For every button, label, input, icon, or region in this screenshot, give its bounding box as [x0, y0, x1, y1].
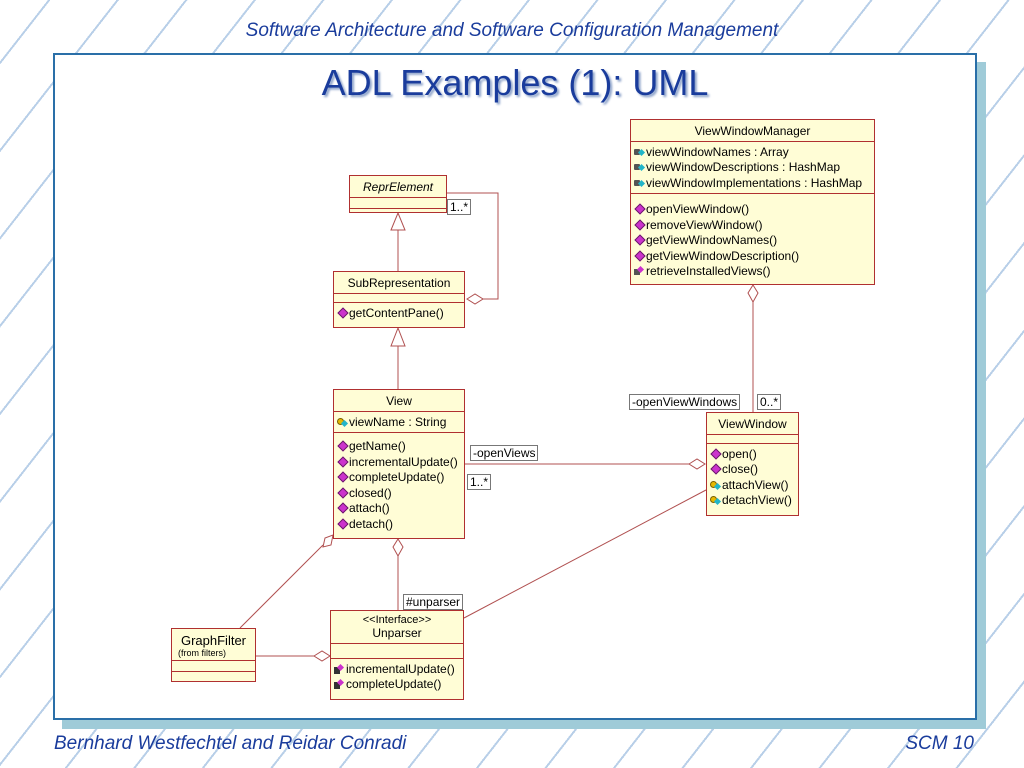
operations-section: getName() incrementalUpdate() completeUp… [334, 433, 464, 534]
operation-row: completeUpdate() [337, 470, 461, 486]
aggregation-graphfilter-diamond [322, 534, 334, 548]
footer-authors: Bernhard Westfechtel and Reidar Conradi [54, 733, 407, 754]
package-note: (from filters) [178, 648, 226, 658]
attributes-section: viewWindowNames : Array viewWindowDescri… [631, 142, 874, 194]
attribute-row: viewWindowNames : Array [634, 144, 871, 160]
operation-row: openViewWindow() [634, 202, 871, 218]
attribute-row: viewName : String [337, 414, 461, 430]
aggregation-vwm-diamond [747, 284, 759, 304]
class-view[interactable]: View viewName : String getName() increme… [333, 389, 465, 539]
abstract-operation-icon [334, 679, 344, 690]
public-operation-icon [337, 457, 347, 467]
public-operation-icon [710, 449, 720, 459]
operations-section: getContentPane() [334, 303, 464, 323]
private-operation-icon [634, 266, 644, 276]
operations-section [350, 209, 446, 219]
operation-row: completeUpdate() [334, 677, 460, 693]
class-name-block: GraphFilter (from filters) [172, 629, 255, 661]
operation-row: attach() [337, 501, 461, 517]
attributes-section: viewName : String [334, 412, 464, 433]
public-operation-icon [634, 204, 644, 214]
class-unparser[interactable]: <<Interface>> Unparser incrementalUpdate… [330, 610, 464, 700]
operation-row: open() [710, 446, 795, 462]
aggregation-repr-line [447, 192, 499, 300]
public-operation-icon [337, 472, 347, 482]
multiplicity-views: 1..* [467, 474, 492, 490]
attributes-section [172, 661, 255, 672]
attributes-section [331, 644, 463, 659]
class-name-block: <<Interface>> Unparser [331, 611, 463, 644]
generalization-arrow-view [390, 326, 406, 347]
class-name: ViewWindowManager [631, 120, 874, 142]
private-attribute-icon [634, 147, 644, 157]
operation-row: detachView() [710, 493, 795, 509]
aggregation-gf-unparser-diamond [313, 650, 331, 662]
operation-row: closed() [337, 485, 461, 501]
operation-row: retrieveInstalledViews() [634, 264, 871, 280]
private-attribute-icon [634, 162, 644, 172]
class-name: Unparser [372, 626, 422, 640]
aggregation-unparser-diamond [392, 538, 404, 558]
attributes-section [350, 198, 446, 209]
operations-section [172, 672, 255, 682]
public-operation-icon [337, 488, 347, 498]
public-operation-icon [337, 519, 347, 529]
multiplicity-viewwindows: 0..* [757, 394, 782, 410]
operation-row: incrementalUpdate() [337, 454, 461, 470]
operation-row: close() [710, 462, 795, 478]
public-operation-icon [634, 251, 644, 261]
abstract-operation-icon [334, 664, 344, 674]
private-attribute-icon [634, 178, 644, 188]
operation-row: incrementalUpdate() [334, 661, 460, 677]
attribute-row: viewWindowImplementations : HashMap [634, 175, 871, 191]
class-viewwindow[interactable]: ViewWindow open() close() attachView() d… [706, 412, 799, 516]
aggregation-graphfilter-line [239, 544, 324, 629]
slide-header: Software Architecture and Software Confi… [245, 20, 779, 41]
public-operation-icon [710, 464, 720, 474]
footer-page-number: SCM 10 [905, 733, 974, 754]
operation-row: getName() [337, 439, 461, 455]
role-openviewwindows: -openViewWindows [629, 394, 741, 410]
class-name: View [334, 390, 464, 412]
attribute-row: viewWindowDescriptions : HashMap [634, 160, 871, 176]
protected-attribute-icon [337, 417, 347, 427]
public-operation-icon [337, 503, 347, 513]
attributes-section [334, 294, 464, 303]
operation-row: removeViewWindow() [634, 217, 871, 233]
public-operation-icon [634, 220, 644, 230]
aggregation-repr-diamond [466, 293, 484, 305]
slide-title: ADL Examples (1): UML [321, 62, 709, 103]
stereotype: <<Interface>> [362, 614, 432, 626]
class-reprelement[interactable]: ReprElement [349, 175, 447, 213]
class-subrepresentation[interactable]: SubRepresentation getContentPane() [333, 271, 465, 328]
class-graphfilter[interactable]: GraphFilter (from filters) [171, 628, 256, 682]
operation-row: getContentPane() [337, 305, 461, 321]
role-openviews: -openViews [470, 445, 539, 461]
operation-row: getViewWindowDescription() [634, 248, 871, 264]
protected-operation-icon [710, 495, 720, 505]
operation-row: getViewWindowNames() [634, 233, 871, 249]
class-name: SubRepresentation [334, 272, 464, 294]
role-unparser: #unparser [403, 594, 464, 610]
class-name: ReprElement [350, 176, 446, 198]
multiplicity-repr: 1..* [447, 199, 472, 215]
attributes-section [707, 435, 798, 444]
operation-row: detach() [337, 516, 461, 532]
class-viewwindowmanager[interactable]: ViewWindowManager viewWindowNames : Arra… [630, 119, 875, 285]
generalization-arrow-subrep [390, 211, 406, 231]
aggregation-view-diamond [688, 458, 706, 470]
class-name: GraphFilter [180, 633, 247, 648]
association-unparser-viewwindow [463, 489, 707, 619]
operations-section: openViewWindow() removeViewWindow() getV… [631, 194, 874, 282]
operation-row: attachView() [710, 477, 795, 493]
public-operation-icon [634, 235, 644, 245]
class-name: ViewWindow [707, 413, 798, 435]
operations-section: incrementalUpdate() completeUpdate() [331, 659, 463, 694]
public-operation-icon [337, 441, 347, 451]
protected-operation-icon [710, 480, 720, 490]
operations-section: open() close() attachView() detachView() [707, 444, 798, 510]
public-operation-icon [337, 308, 347, 318]
